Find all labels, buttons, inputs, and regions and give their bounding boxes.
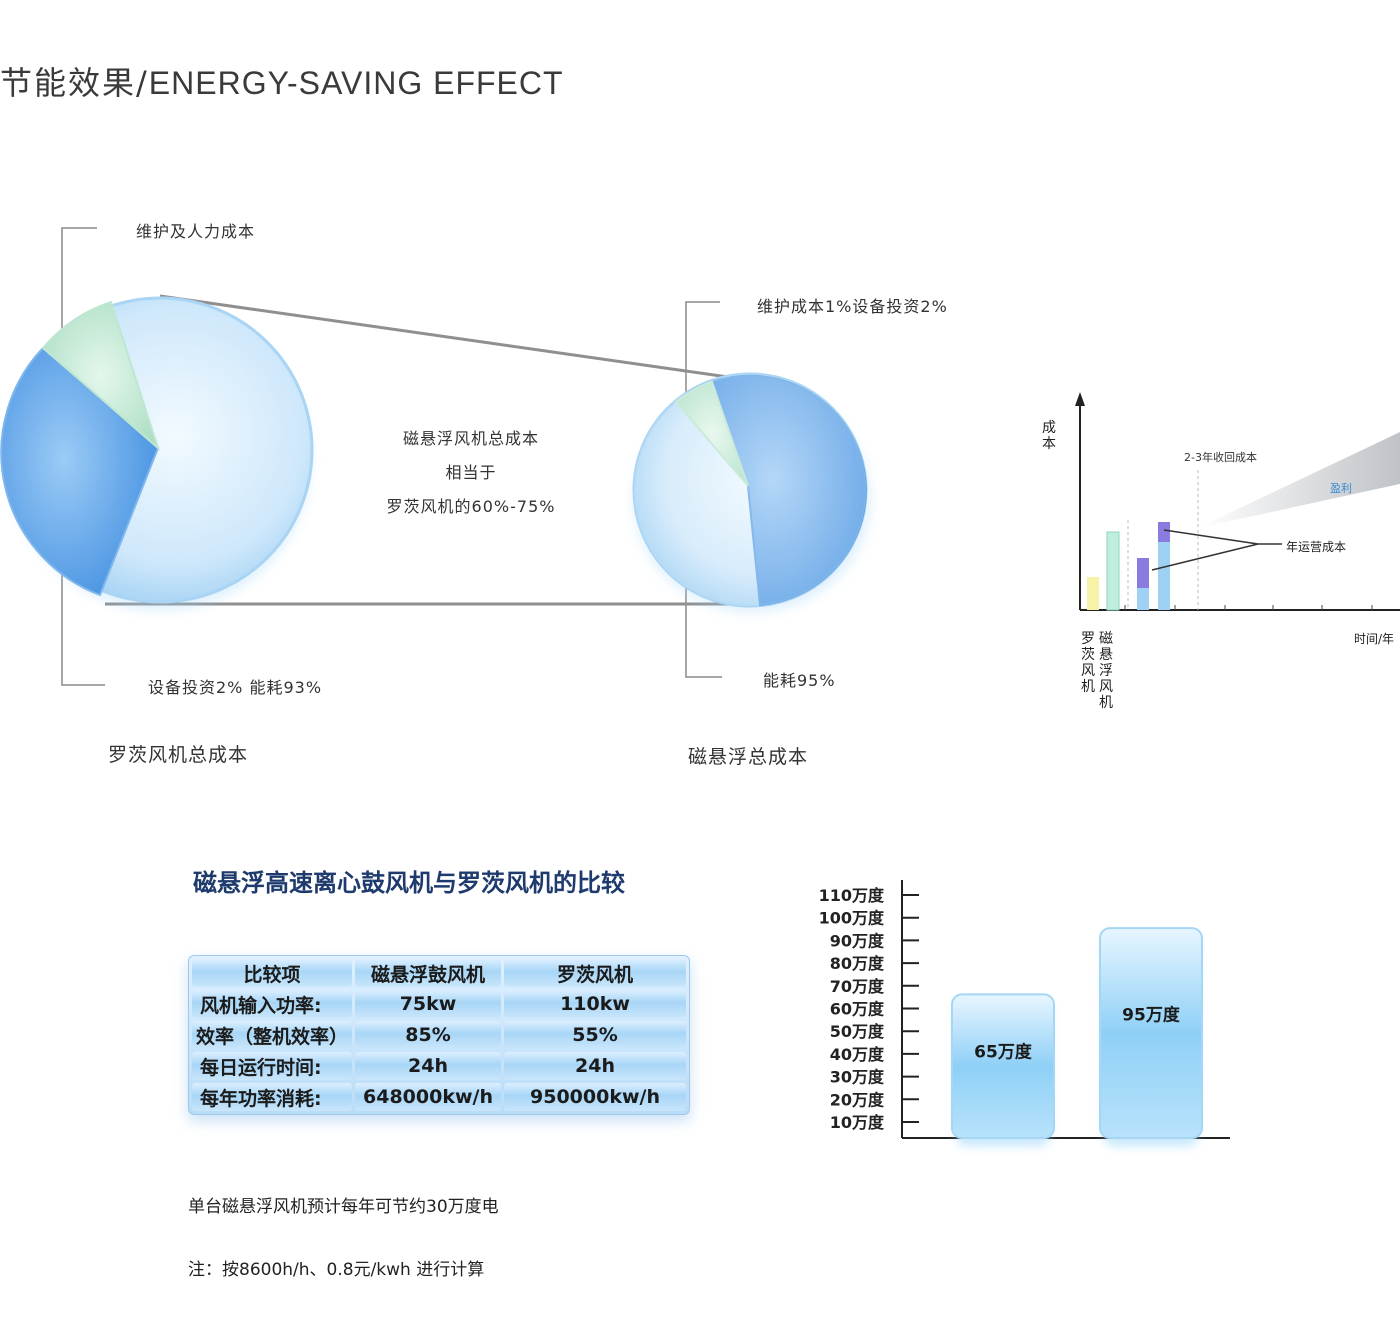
table-cell: 950000kw/h [504, 1083, 686, 1111]
cost-time-chart [1075, 392, 1400, 611]
table-header-item: 比较项 [192, 959, 353, 987]
y-tick-label: 40万度 [830, 1045, 885, 1064]
payback-label: 2-3年收回成本 [1184, 451, 1257, 464]
table-row: 效率（整机效率） 85% 55% [192, 1021, 686, 1049]
middle-text-line-1: 磁悬浮风机总成本 [402, 429, 539, 448]
table-row: 风机输入功率: 75kw 110kw [192, 990, 686, 1018]
cost-chart-xlabel: 时间/年 [1354, 632, 1395, 646]
right-pie-energy-slice [710, 374, 868, 607]
roots-equip-bar [1087, 577, 1099, 610]
left-pie-top-label: 维护及人力成本 [136, 222, 256, 241]
table-cell: 24h [355, 1052, 502, 1080]
right-pie-caption: 磁悬浮总成本 [688, 746, 809, 768]
right-pie-top-label: 维护成本1%设备投资2% [757, 297, 948, 316]
y-tick-label: 60万度 [830, 1000, 885, 1019]
bar-label: 95万度 [1122, 1004, 1181, 1025]
table-cell: 85% [355, 1021, 502, 1049]
left-pie-maintenance-slice [41, 300, 161, 452]
table-row: 每日运行时间: 24h 24h [192, 1052, 686, 1080]
left-pie [0, 296, 314, 610]
maglev-bar-1-top [1137, 558, 1149, 588]
right-pie-bottom-label: 能耗95% [763, 671, 836, 690]
table-cell: 每年功率消耗: [192, 1083, 353, 1111]
connector-top-line [159, 294, 736, 380]
y-axis-arrow [1075, 392, 1085, 406]
table-cell: 648000kw/h [355, 1083, 502, 1111]
maglev-column-label: 磁悬浮风机 [1099, 631, 1113, 711]
left-pie-blue-slice [0, 346, 160, 597]
title-en: ENERGY-SAVING EFFECT [148, 65, 564, 101]
table-cell: 110kw [504, 990, 686, 1018]
profit-wedge [1198, 432, 1400, 528]
roots-column-label: 罗茨风机 [1081, 631, 1095, 695]
savings-note: 单台磁悬浮风机预计每年可节约30万度电 [188, 1197, 499, 1217]
cost-chart-ylabel: 成本 [1042, 420, 1056, 452]
left-pie-caption: 罗茨风机总成本 [108, 744, 249, 766]
table-header-row: 比较项 磁悬浮鼓风机 罗茨风机 [192, 959, 686, 987]
table-cell: 55% [504, 1021, 686, 1049]
page-title: 节能效果/ENERGY-SAVING EFFECT [0, 58, 564, 104]
table-cell: 每日运行时间: [192, 1052, 353, 1080]
y-tick-label: 90万度 [830, 931, 885, 950]
bar [951, 993, 1055, 1139]
consumption-bar-chart: 10万度 20万度 30万度 40万度 50万度 60万度 70万度 80万度 90万度 100万… [819, 880, 1230, 1146]
table-row: 每年功率消耗: 648000kw/h 950000kw/h [192, 1083, 686, 1111]
table-cell: 75kw [355, 990, 502, 1018]
y-tick-label: 110万度 [819, 886, 885, 905]
comparison-title: 磁悬浮高速离心鼓风机与罗茨风机的比较 [193, 869, 625, 897]
pie-middle-text: 磁悬浮风机总成本 相当于 罗茨风机的60%-75% [351, 422, 591, 524]
table-header-roots: 罗茨风机 [504, 959, 686, 987]
y-tick-label: 100万度 [819, 909, 885, 928]
table-cell: 效率（整机效率） [192, 1021, 353, 1049]
title-cn: 节能效果 [0, 64, 137, 102]
bar-chart-marks: 65万度 95万度 [951, 927, 1203, 1146]
maglev-bar-2 [1158, 522, 1170, 610]
y-tick-label: 50万度 [830, 1022, 885, 1041]
maglev-bar-2-top [1158, 522, 1170, 542]
middle-text-line-2: 相当于 [445, 463, 497, 482]
calculation-note: 注：按8600h/h、0.8元/kwh 进行计算 [188, 1260, 485, 1280]
roots-energy-bar [1106, 531, 1120, 611]
y-tick-label: 80万度 [830, 954, 885, 973]
y-tick-label: 30万度 [830, 1068, 885, 1087]
table-header-maglev: 磁悬浮鼓风机 [355, 959, 502, 987]
y-tick-label: 10万度 [830, 1113, 885, 1132]
left-pie-bottom-label: 设备投资2% 能耗93% [148, 678, 323, 697]
bar [1099, 927, 1203, 1139]
comparison-table: 比较项 磁悬浮鼓风机 罗茨风机 风机输入功率: 75kw 110kw 效率（整机… [188, 955, 690, 1115]
title-separator: / [136, 64, 149, 102]
middle-text-line-3: 罗茨风机的60%-75% [386, 497, 556, 516]
operating-cost-label: 年运营成本 [1286, 540, 1347, 554]
pie-comparison-figure [0, 227, 870, 686]
table-cell: 风机输入功率: [192, 990, 353, 1018]
right-pie [632, 372, 870, 612]
profit-label: 盈利 [1330, 482, 1352, 495]
y-tick-label: 20万度 [830, 1090, 885, 1109]
y-tick-label: 70万度 [830, 977, 885, 996]
table-cell: 24h [504, 1052, 686, 1080]
right-pie-maintenance-slice [674, 380, 749, 487]
bar-label: 65万度 [974, 1042, 1033, 1063]
